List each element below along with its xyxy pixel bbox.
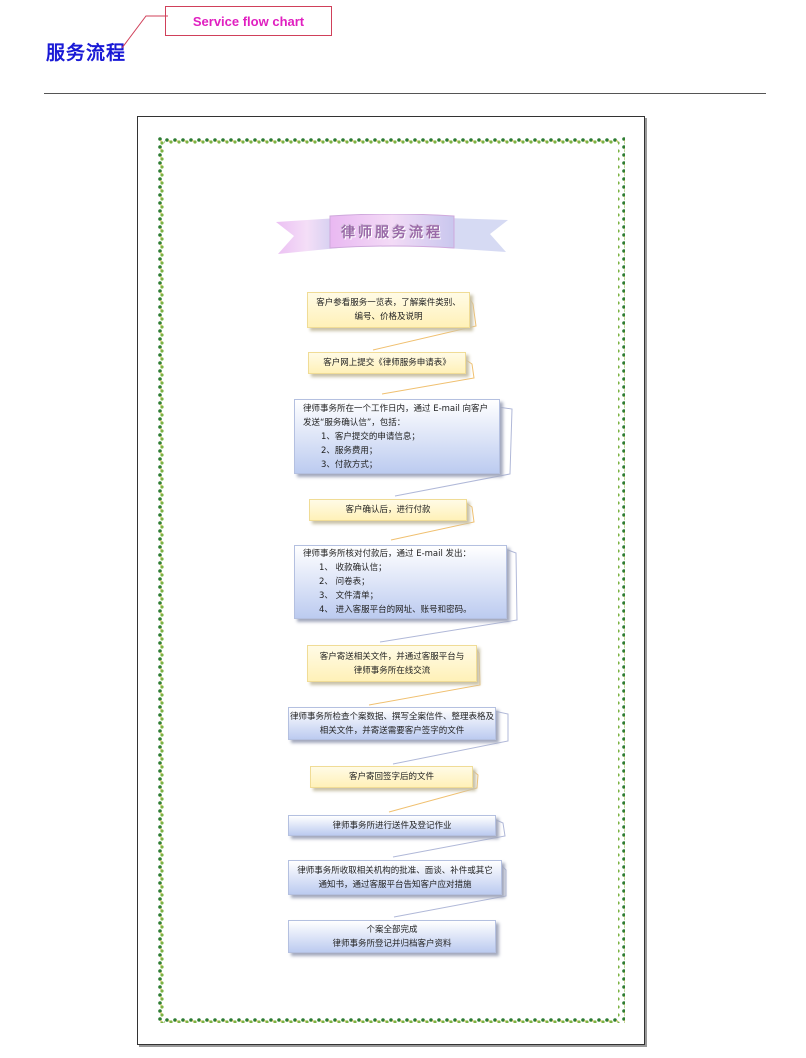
flow-step-4: 客户确认后，进行付款 bbox=[309, 499, 467, 521]
flow-step-1: 客户参看服务一览表，了解案件类别、 编号、价格及说明 bbox=[307, 292, 470, 328]
step-6-line-1: 客户寄送相关文件，并通过客服平台与 bbox=[319, 651, 465, 662]
step-3-line-3: 1、客户提交的申请信息； bbox=[321, 431, 420, 442]
flow-step-6: 客户寄送相关文件，并通过客服平台与 律师事务所在线交流 bbox=[307, 645, 477, 682]
decorative-vine-border bbox=[157, 137, 625, 1023]
step-3-line-4: 2、服务费用； bbox=[321, 445, 378, 456]
step-8-line-1: 客户寄回签字后的文件 bbox=[348, 772, 434, 782]
flow-step-7: 律师事务所检查个案数据、撰写全案信件、整理表格及 相关文件，并寄送需要客户签字的… bbox=[288, 707, 496, 740]
flow-step-11: 个案全部完成 律师事务所登记并归档客户资料 bbox=[288, 920, 496, 953]
step-3-line-5: 3、付款方式； bbox=[321, 459, 378, 470]
step-1-line-2: 编号、价格及说明 bbox=[354, 312, 423, 322]
step-4-line-1: 客户确认后，进行付款 bbox=[345, 505, 431, 515]
header-divider bbox=[44, 93, 766, 94]
banner-title: 律师服务流程 bbox=[341, 225, 443, 241]
step-10-line-2: 通知书，通过客服平台告知客户应对措施 bbox=[318, 879, 472, 890]
step-10-line-1: 律师事务所收取相关机构的批准、面谈、补件或其它 bbox=[297, 865, 493, 876]
step-5-line-3: 2、 问卷表； bbox=[319, 577, 370, 587]
step-3-line-1: 律师事务所在一个工作日内，通过 E-mail 向客户 bbox=[303, 403, 489, 414]
flow-step-5: 律师事务所核对付款后，通过 E-mail 发出： 1、 收款确认信； 2、 问卷… bbox=[294, 545, 507, 619]
step-7-line-2: 相关文件，并寄送需要客户签字的文件 bbox=[319, 725, 465, 736]
step-5-line-2: 1、 收款确认信； bbox=[319, 563, 387, 573]
step-11-line-2: 律师事务所登记并归档客户资料 bbox=[332, 938, 452, 949]
step-6-line-2: 律师事务所在线交流 bbox=[353, 665, 431, 676]
step-7-line-1: 律师事务所检查个案数据、撰写全案信件、整理表格及 bbox=[289, 711, 494, 722]
step-2-line-1: 客户网上提交《律师服务申请表》 bbox=[323, 358, 451, 368]
flow-step-3: 律师事务所在一个工作日内，通过 E-mail 向客户 发送“服务确认信”，包括：… bbox=[294, 399, 500, 474]
step-5-line-1: 律师事务所核对付款后，通过 E-mail 发出： bbox=[303, 549, 472, 559]
step-5-line-5: 4、 进入客服平台的网址、账号和密码。 bbox=[319, 605, 472, 615]
flow-step-8: 客户寄回签字后的文件 bbox=[310, 766, 473, 788]
flow-step-2: 客户网上提交《律师服务申请表》 bbox=[308, 352, 466, 374]
step-9-line-1: 律师事务所进行送件及登记作业 bbox=[332, 820, 452, 831]
callout-leader-line bbox=[122, 15, 168, 48]
callout-label: Service flow chart bbox=[165, 6, 332, 36]
step-1-line-1: 客户参看服务一览表，了解案件类别、 bbox=[316, 298, 461, 308]
page-title: 服务流程 bbox=[46, 42, 127, 64]
step-3-line-2: 发送“服务确认信”，包括： bbox=[303, 417, 406, 428]
step-5-line-4: 3、 文件清单； bbox=[319, 591, 379, 601]
step-11-line-1: 个案全部完成 bbox=[366, 924, 418, 935]
flow-step-9: 律师事务所进行送件及登记作业 bbox=[288, 815, 496, 836]
ribbon-banner bbox=[276, 214, 508, 254]
flow-step-10: 律师事务所收取相关机构的批准、面谈、补件或其它 通知书，通过客服平台告知客户应对… bbox=[288, 860, 502, 895]
